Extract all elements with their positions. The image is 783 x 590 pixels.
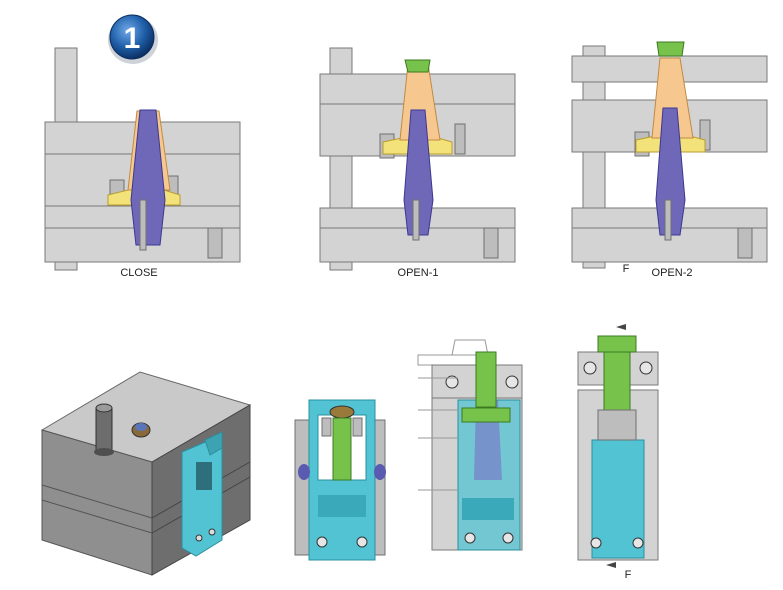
open1-label: OPEN-1 bbox=[398, 267, 439, 279]
section-view-ff bbox=[577, 324, 659, 568]
section-mark-bottom: F bbox=[625, 569, 632, 581]
close-view bbox=[44, 47, 241, 271]
section-mark-top-left: F bbox=[623, 263, 630, 275]
front-view-1 bbox=[294, 399, 386, 561]
open2-view bbox=[571, 41, 768, 269]
step-badge: 1 bbox=[108, 14, 158, 64]
open2-label: OPEN-2 bbox=[652, 267, 693, 279]
step-badge-number: 1 bbox=[124, 22, 141, 55]
close-label: CLOSE bbox=[120, 267, 157, 279]
front-view-2 bbox=[417, 339, 523, 551]
open1-view bbox=[319, 47, 516, 271]
isometric-mold bbox=[40, 371, 252, 576]
